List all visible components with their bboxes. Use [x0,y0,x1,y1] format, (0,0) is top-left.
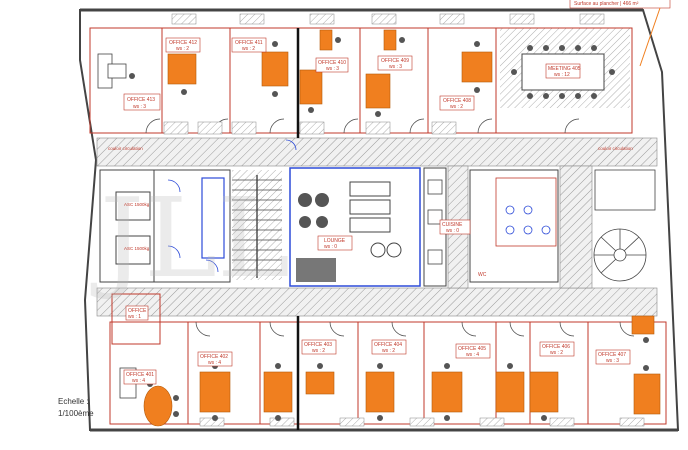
svg-text:ASC 1500kg: ASC 1500kg [124,246,150,251]
furniture-bottom [143,315,661,427]
scale-value: 1/100ème [58,409,94,418]
room-ws: ws : 2 [312,348,325,354]
room-ws: ws : 3 [133,104,146,110]
room-label: OFFICE 406 [542,344,570,350]
room-label: OFFICE 401 [126,372,154,378]
scale-label: Echelle : [58,397,89,406]
room-ws: ws : 2 [176,46,189,52]
legend: Surface au plancher | 466 m² [569,0,671,67]
room-label: OFFICE 405 [458,346,486,352]
room-ws: ws : 4 [132,378,145,384]
svg-text:LOUNGE: LOUNGE [324,238,346,244]
room-ws: ws : 2 [550,350,563,356]
room-label: OFFICE 410 [318,60,346,66]
corridor-right-vert [559,165,593,289]
room-ws: ws : 2 [382,348,395,354]
corridor-upper [96,137,658,167]
room-label: OFFICE 411 [235,40,263,46]
room-label: OFFICE 413 [127,97,155,103]
labels-core: LOUNGE ws : 0 CUISINE ws : 0 WC ASC 1500… [108,146,633,278]
room-label: OFFICE 408 [443,98,471,104]
svg-text:couloir circulation: couloir circulation [108,146,143,151]
room-ws: ws : 4 [466,352,479,358]
svg-text:ASC 1500kg: ASC 1500kg [124,202,150,207]
room-ws: ws : 3 [606,358,619,364]
corridor-lower [96,287,658,317]
labels-bottom: OFFICE 401 ws : 4 OFFICE 402 ws : 4 OFFI… [123,305,631,385]
svg-text:couloir circulation: couloir circulation [598,146,633,151]
room-label: OFFICE 407 [598,352,626,358]
svg-text:CUISINE: CUISINE [442,222,463,228]
room-ws: ws : 2 [450,104,463,110]
room-label: OFFICE 403 [304,342,332,348]
room-label: MEETING 405 [548,66,581,72]
room-ws: ws : 1 [128,314,141,320]
room-label: OFFICE 412 [169,40,197,46]
room-ws: ws : 12 [554,72,570,78]
room-label: OFFICE 404 [374,342,402,348]
furniture-top [167,29,493,109]
svg-text:WC: WC [478,272,487,278]
room-ws: ws : 3 [389,64,402,70]
room-label: OFFICE 409 [381,58,409,64]
svg-text:ws : 0: ws : 0 [446,228,459,234]
room-label: OFFICE 402 [200,354,228,360]
room-label: OFFICE [128,308,147,314]
room-ws: ws : 3 [326,66,339,72]
watermark: JLL [90,174,290,302]
svg-text:ws : 0: ws : 0 [324,244,337,250]
room-ws: ws : 4 [208,360,221,366]
labels-top: OFFICE 413 ws : 3 OFFICE 412 ws : 2 OFFI… [123,37,581,111]
room-ws: ws : 2 [242,46,255,52]
svg-text:Surface au plancher | 466 m²: Surface au plancher | 466 m² [574,1,639,7]
